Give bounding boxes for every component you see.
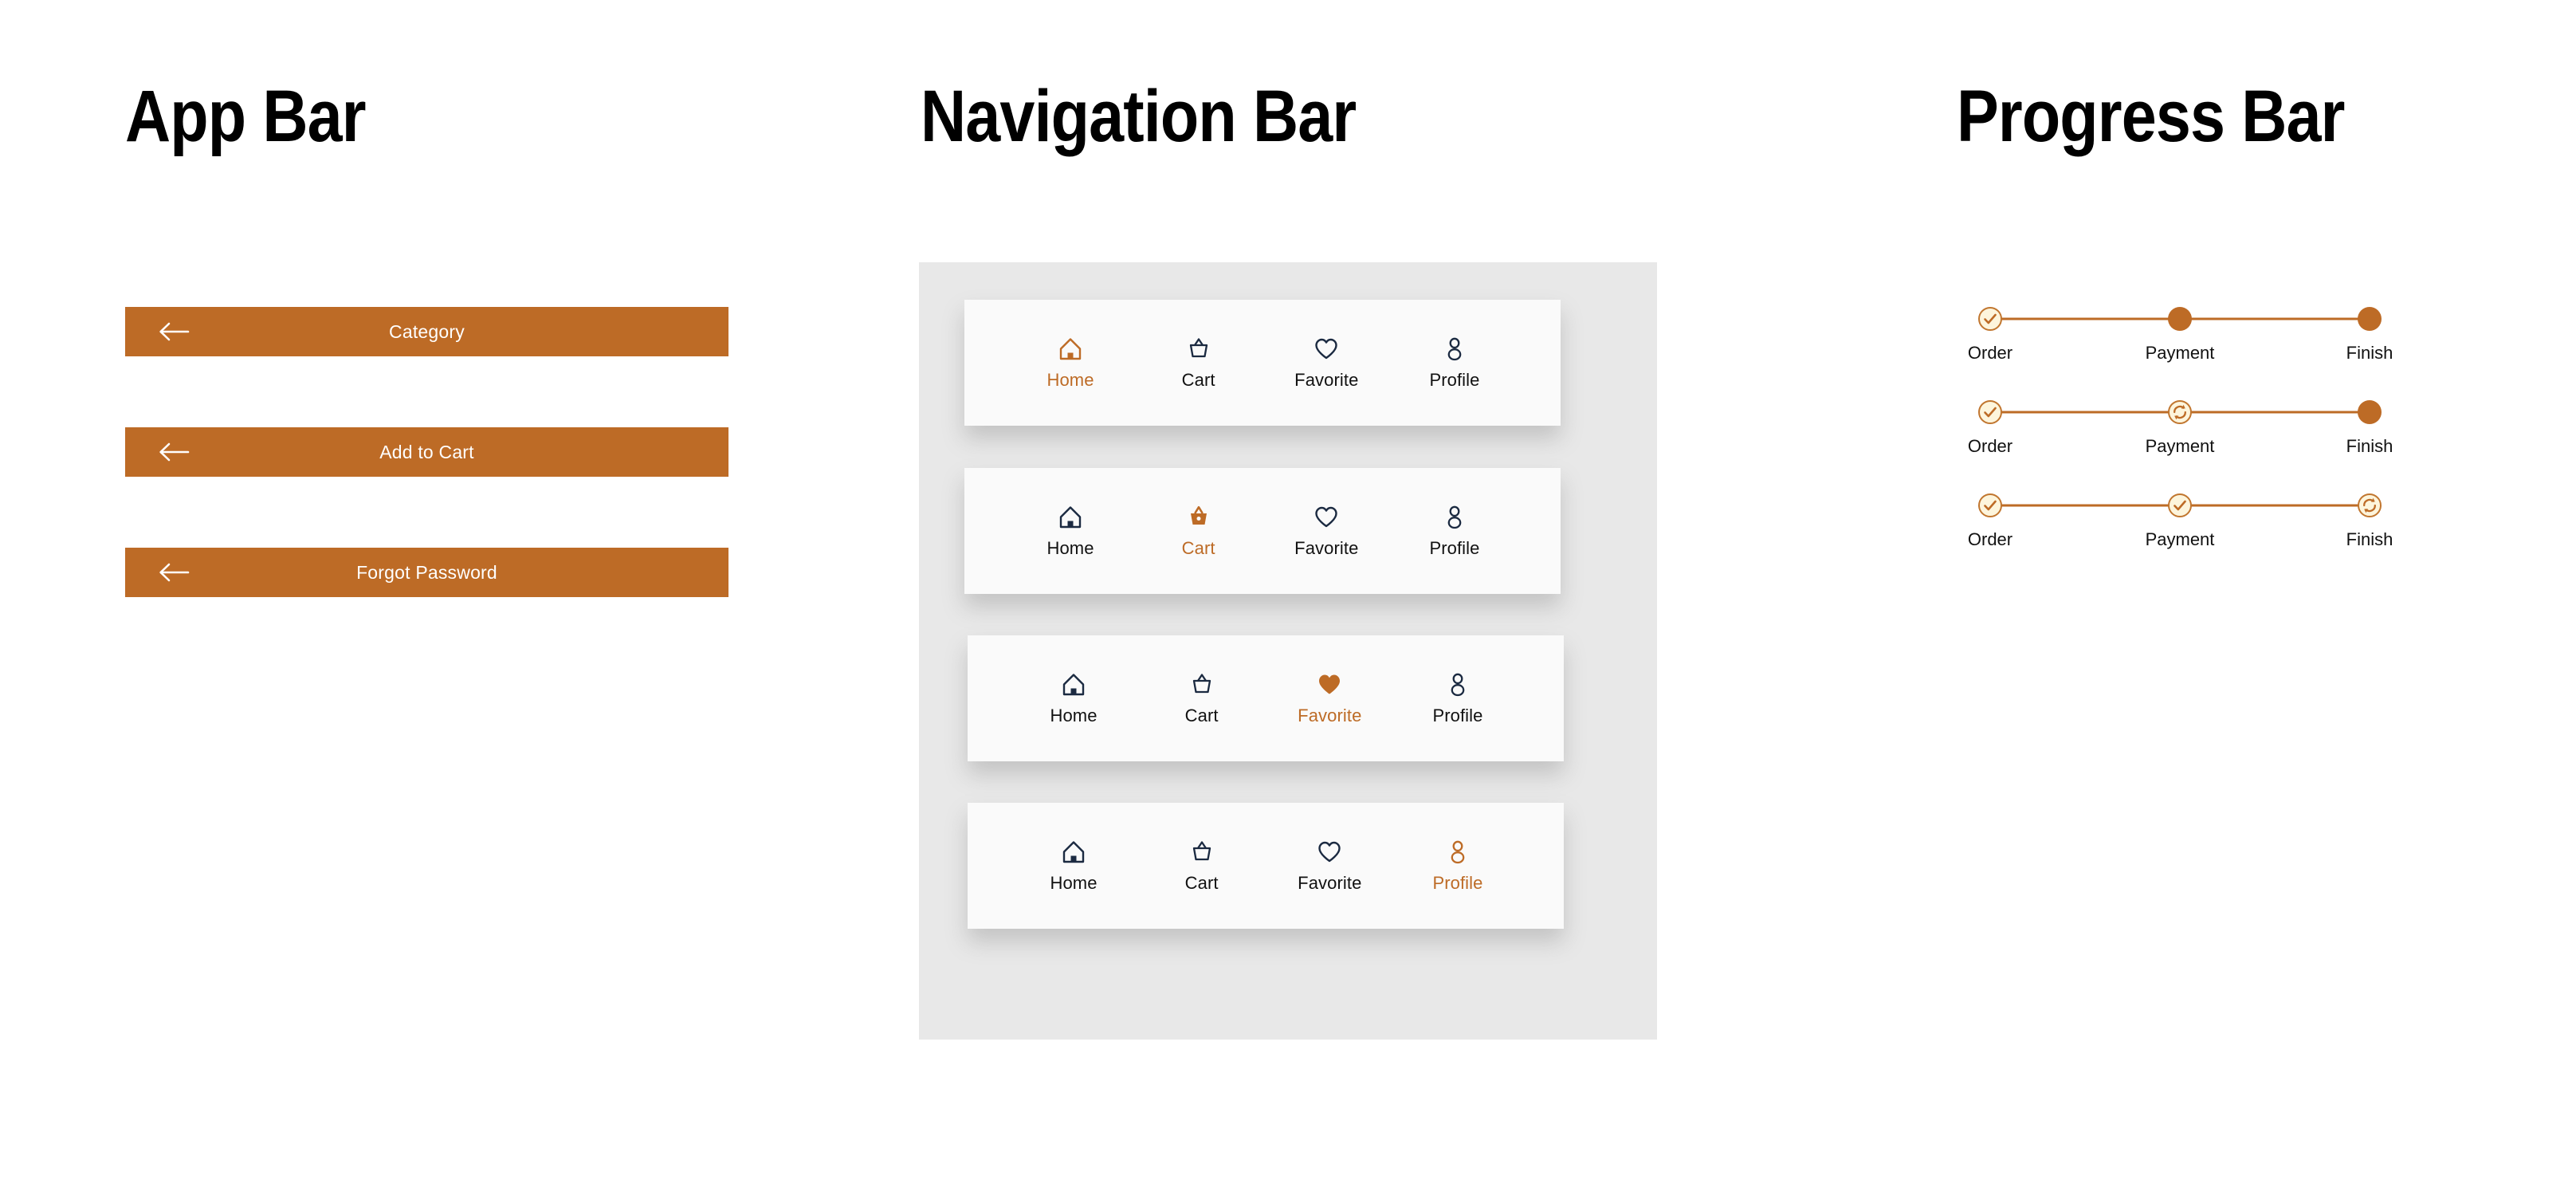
home-icon[interactable] bbox=[1058, 503, 1083, 532]
person-icon[interactable] bbox=[1442, 503, 1467, 532]
home-icon[interactable] bbox=[1061, 670, 1086, 699]
person-icon[interactable] bbox=[1445, 838, 1471, 867]
basket-icon[interactable] bbox=[1186, 335, 1211, 364]
arrow-left-icon[interactable] bbox=[155, 321, 192, 342]
nav-item-label: Favorite bbox=[1298, 873, 1362, 893]
progress-step-label: Order bbox=[1967, 343, 2013, 363]
app-bar-add-to-cart[interactable]: Add to Cart bbox=[125, 427, 728, 477]
progress-bar-row: Order Payment Finish bbox=[1957, 396, 2451, 489]
nav-item-label: Favorite bbox=[1294, 370, 1359, 390]
page-title-app-bar: App Bar bbox=[125, 76, 367, 157]
arrow-left-icon[interactable] bbox=[155, 562, 192, 583]
heart-icon[interactable] bbox=[1314, 503, 1339, 532]
app-bar-title: Add to Cart bbox=[379, 441, 474, 462]
progress-step-order-done[interactable] bbox=[1978, 493, 2002, 517]
nav-item-label: Cart bbox=[1184, 706, 1219, 725]
home-icon[interactable] bbox=[1058, 335, 1083, 364]
progress-step-finish-current[interactable] bbox=[2358, 493, 2382, 517]
nav-item-label: Profile bbox=[1432, 873, 1483, 893]
person-icon[interactable] bbox=[1445, 670, 1471, 699]
progress-step-payment-current[interactable] bbox=[2168, 400, 2192, 424]
progress-track bbox=[1973, 489, 2387, 521]
heart-icon[interactable] bbox=[1317, 670, 1342, 699]
nav-item-home[interactable]: Home bbox=[1014, 670, 1133, 726]
nav-item-label: Cart bbox=[1181, 370, 1215, 390]
nav-item-home[interactable]: Home bbox=[1011, 503, 1130, 559]
page-title-navigation-bar: Navigation Bar bbox=[921, 76, 1357, 157]
app-bar-title: Category bbox=[389, 320, 465, 342]
progress-track bbox=[1973, 303, 2387, 335]
nav-item-profile[interactable]: Profile bbox=[1398, 670, 1518, 726]
progress-step-label: Finish bbox=[2346, 343, 2393, 363]
nav-item-label: Home bbox=[1046, 370, 1094, 390]
nav-item-label: Cart bbox=[1184, 873, 1219, 893]
progress-step-finish-pending[interactable] bbox=[2358, 400, 2382, 424]
progress-bar-row: Order Payment Finish bbox=[1957, 303, 2451, 396]
nav-item-profile[interactable]: Profile bbox=[1395, 503, 1514, 559]
progress-bar-row: Order Payment Finish bbox=[1957, 489, 2451, 583]
heart-icon[interactable] bbox=[1314, 335, 1339, 364]
progress-step-order-done[interactable] bbox=[1978, 400, 2002, 424]
progress-labels: Order Payment Finish bbox=[1968, 529, 2393, 561]
nav-item-label: Profile bbox=[1432, 706, 1483, 725]
app-bar-forgot-password[interactable]: Forgot Password bbox=[125, 548, 728, 597]
progress-step-payment-done[interactable] bbox=[2168, 493, 2192, 517]
nav-item-favorite[interactable]: Favorite bbox=[1270, 838, 1389, 894]
app-bar-title: Forgot Password bbox=[356, 561, 497, 583]
nav-item-label: Cart bbox=[1181, 538, 1215, 558]
nav-item-cart[interactable]: Cart bbox=[1142, 670, 1262, 726]
nav-item-label: Home bbox=[1050, 873, 1098, 893]
nav-item-label: Profile bbox=[1429, 538, 1480, 558]
nav-item-cart[interactable]: Cart bbox=[1139, 335, 1259, 391]
progress-step-label: Payment bbox=[2145, 343, 2215, 363]
heart-icon[interactable] bbox=[1317, 838, 1342, 867]
progress-step-order-done[interactable] bbox=[1978, 307, 2002, 331]
nav-item-home[interactable]: Home bbox=[1014, 838, 1133, 894]
page-title-progress-bar: Progress Bar bbox=[1957, 76, 2345, 157]
nav-item-profile[interactable]: Profile bbox=[1398, 838, 1518, 894]
person-icon[interactable] bbox=[1442, 335, 1467, 364]
progress-track bbox=[1973, 396, 2387, 428]
nav-item-cart[interactable]: Cart bbox=[1142, 838, 1262, 894]
arrow-left-icon[interactable] bbox=[155, 442, 192, 462]
home-icon[interactable] bbox=[1061, 838, 1086, 867]
progress-labels: Order Payment Finish bbox=[1968, 436, 2393, 468]
navigation-bar-card: Home Cart Favorite Profile bbox=[968, 635, 1564, 761]
navigation-bar-card: Home Cart Favorite Profile bbox=[968, 803, 1564, 929]
progress-labels: Order Payment Finish bbox=[1968, 343, 2393, 375]
nav-item-label: Favorite bbox=[1294, 538, 1359, 558]
navigation-bar-card: Home Cart Favorite Profile bbox=[964, 300, 1561, 426]
progress-step-label: Order bbox=[1967, 436, 2013, 456]
progress-step-label: Order bbox=[1967, 529, 2013, 549]
basket-icon[interactable] bbox=[1186, 503, 1211, 532]
progress-step-payment-pending[interactable] bbox=[2168, 307, 2192, 331]
basket-icon[interactable] bbox=[1189, 838, 1215, 867]
nav-item-favorite[interactable]: Favorite bbox=[1266, 335, 1386, 391]
nav-item-home[interactable]: Home bbox=[1011, 335, 1130, 391]
navigation-bar-card: Home Cart Favorite Profile bbox=[964, 468, 1561, 594]
nav-item-profile[interactable]: Profile bbox=[1395, 335, 1514, 391]
nav-item-favorite[interactable]: Favorite bbox=[1270, 670, 1389, 726]
nav-item-label: Favorite bbox=[1298, 706, 1362, 725]
progress-step-label: Payment bbox=[2145, 436, 2215, 456]
app-bar-category[interactable]: Category bbox=[125, 307, 728, 356]
nav-item-cart[interactable]: Cart bbox=[1139, 503, 1259, 559]
nav-item-favorite[interactable]: Favorite bbox=[1266, 503, 1386, 559]
progress-step-label: Finish bbox=[2346, 436, 2393, 456]
progress-step-label: Payment bbox=[2145, 529, 2215, 549]
nav-item-label: Home bbox=[1050, 706, 1098, 725]
progress-step-label: Finish bbox=[2346, 529, 2393, 549]
nav-item-label: Home bbox=[1046, 538, 1094, 558]
basket-icon[interactable] bbox=[1189, 670, 1215, 699]
progress-step-finish-pending[interactable] bbox=[2358, 307, 2382, 331]
nav-item-label: Profile bbox=[1429, 370, 1480, 390]
